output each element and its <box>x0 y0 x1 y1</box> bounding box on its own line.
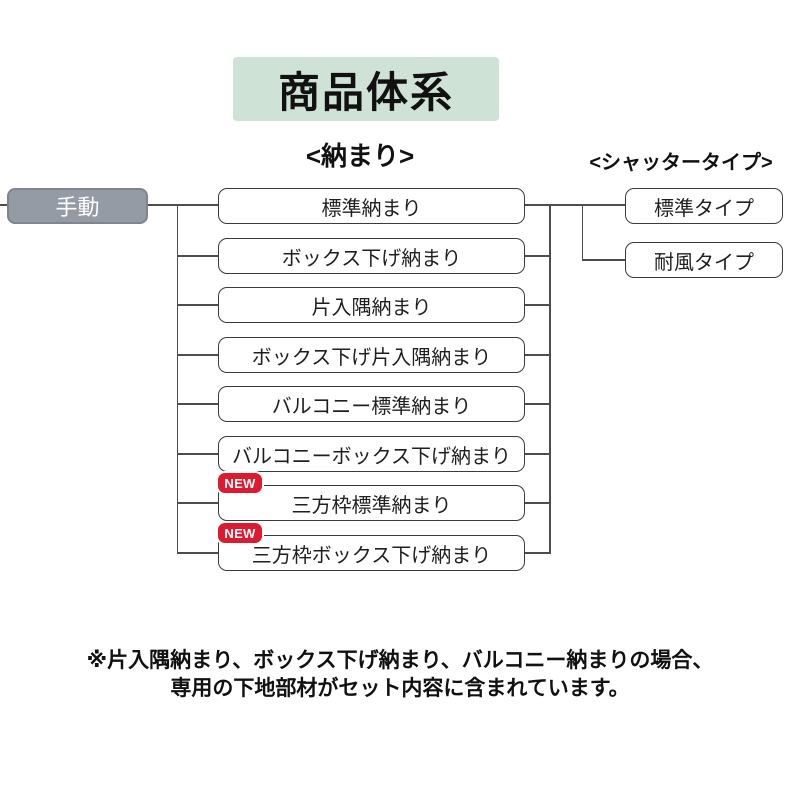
node-label: 標準タイプ <box>654 197 754 220</box>
connector-left-row6 <box>177 453 218 455</box>
connector-left-row8 <box>177 552 218 554</box>
node-label: 三方枠ボックス下げ納まり <box>251 544 492 567</box>
connector-left-stub <box>0 204 7 206</box>
node-box-sage-kataire-sumi-osamari: ボックス下げ片入隅納まり <box>218 337 525 373</box>
node-label: バルコニーボックス下げ納まり <box>232 445 511 468</box>
node-label: ボックス下げ納まり <box>281 247 462 270</box>
footnote: ※片入隅納まり、ボックス下げ納まり、バルコニー納まりの場合、 専用の下地部材がセ… <box>0 647 800 703</box>
connector-to-taifu <box>582 259 625 261</box>
new-badge-label: NEW <box>224 475 256 491</box>
connector-row1-to-shutter <box>525 204 625 206</box>
connector-left-row5 <box>177 403 218 405</box>
node-balcony-hyojun-osamari: バルコニー標準納まり <box>218 386 525 422</box>
connector-right-row8 <box>525 552 550 554</box>
connector-right-row2 <box>525 255 550 257</box>
node-label: ボックス下げ片入隅納まり <box>251 346 492 369</box>
connector-left-row4 <box>177 354 218 356</box>
connector-root-to-row1 <box>148 204 218 206</box>
new-badge-row8: NEW <box>216 521 264 545</box>
connector-left-trunk <box>176 204 178 554</box>
new-badge-label: NEW <box>224 525 256 541</box>
connector-right-row6 <box>525 453 550 455</box>
connector-shutter-branch <box>581 204 584 261</box>
diagram-title: 商品体系 <box>277 68 454 116</box>
node-label: 片入隅納まり <box>311 296 432 319</box>
root-node-label: 手動 <box>55 195 100 220</box>
connector-left-row7 <box>177 502 218 504</box>
node-hyojun-type: 標準タイプ <box>625 188 783 224</box>
node-hyojun-osamari: 標準納まり <box>218 188 525 224</box>
connector-right-trunk <box>549 204 551 554</box>
connector-right-row7 <box>525 502 550 504</box>
node-box-sage-osamari: ボックス下げ納まり <box>218 238 525 274</box>
footnote-line2: 専用の下地部材がセット内容に含まれています。 <box>170 677 630 700</box>
node-label: 標準納まり <box>321 197 422 220</box>
column-header-shutter-type: <シャッタータイプ> <box>589 152 773 174</box>
node-kataire-sumi-osamari: 片入隅納まり <box>218 287 525 323</box>
connector-right-row3 <box>525 304 550 306</box>
node-label: バルコニー標準納まり <box>271 395 472 418</box>
connector-right-row4 <box>525 354 550 356</box>
root-node-manual: 手動 <box>7 188 148 224</box>
connector-left-row3 <box>177 304 218 306</box>
column-header-osamari: <納まり> <box>305 141 415 171</box>
node-label: 耐風タイプ <box>654 251 754 274</box>
node-balcony-box-sage-osamari: バルコニーボックス下げ納まり <box>218 436 525 472</box>
footnote-line1: ※片入隅納まり、ボックス下げ納まり、バルコニー納まりの場合、 <box>86 649 714 672</box>
new-badge-row7: NEW <box>216 471 264 495</box>
node-label: 三方枠標準納まり <box>291 494 452 517</box>
connector-right-row5 <box>525 403 550 405</box>
diagram-title-box: 商品体系 <box>233 57 499 121</box>
node-sanpowaku-hyojun-osamari: 三方枠標準納まり <box>218 485 525 521</box>
node-taifu-type: 耐風タイプ <box>625 242 783 278</box>
node-sanpowaku-box-sage-osamari: 三方枠ボックス下げ納まり <box>218 535 525 571</box>
connector-left-row2 <box>177 255 218 257</box>
